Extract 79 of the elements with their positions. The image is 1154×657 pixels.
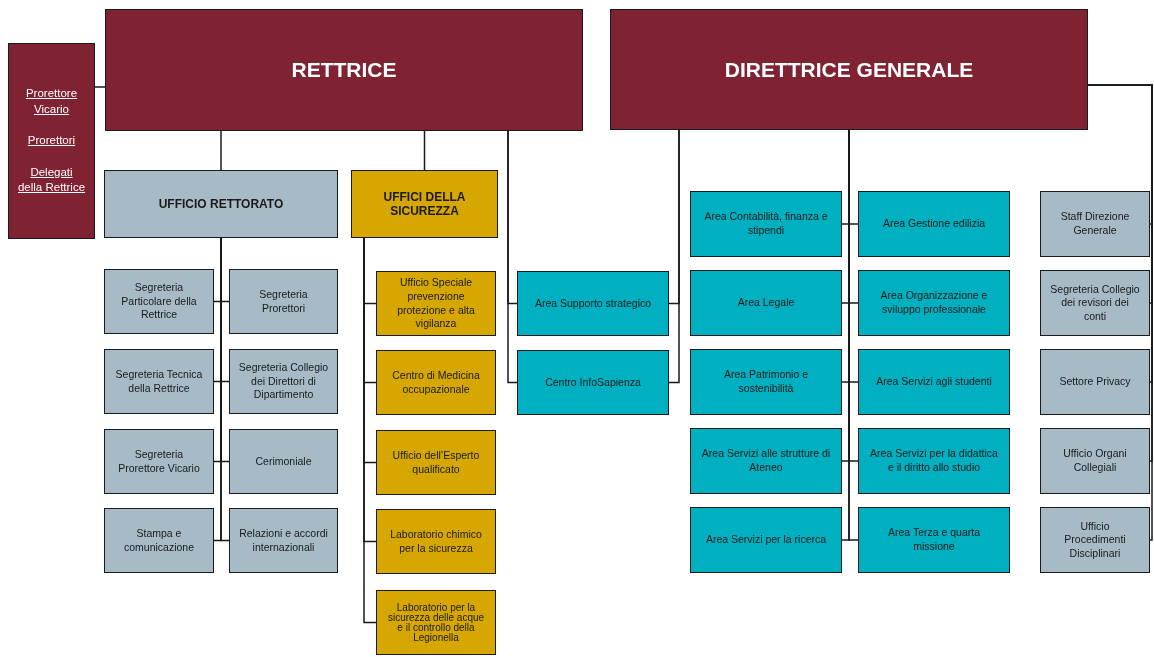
office-box xyxy=(690,349,842,415)
role-box xyxy=(105,9,583,131)
office-box xyxy=(1040,428,1150,494)
node-label: DIRETTRICE GENERALE xyxy=(724,57,974,82)
office-box xyxy=(690,428,842,494)
office-box xyxy=(104,508,214,573)
node-label: Segreteria Particolare della Rettrice xyxy=(120,281,198,322)
node-label: Centro InfoSapienza xyxy=(545,375,641,390)
office-box xyxy=(376,509,496,574)
node-label: Segreteria Tecnica della Rettrice xyxy=(114,367,204,396)
office-box xyxy=(376,590,496,655)
node-label: Segreteria Collegio dei revisori dei conti xyxy=(1049,282,1141,324)
node-label: Ufficio Procedimenti Disciplinari xyxy=(1063,519,1127,561)
node-label: Settore Privacy xyxy=(1059,375,1131,389)
office-box xyxy=(858,270,1010,336)
node-label: UFFICIO RETTORATO xyxy=(158,197,284,211)
office-box xyxy=(690,507,842,573)
office-box xyxy=(104,349,214,414)
office-box xyxy=(376,430,496,495)
office-box xyxy=(104,269,214,334)
office-box xyxy=(1040,507,1150,573)
node-label: Area Terza e quarta missione xyxy=(887,526,981,554)
office-box xyxy=(229,349,338,414)
node-label: UFFICI DELLA SICUREZZA xyxy=(382,190,467,218)
node-label: Segreteria Prorettore Vicario xyxy=(117,447,201,476)
connector-line xyxy=(423,130,426,171)
node-label: Staff Direzione Generale xyxy=(1059,210,1131,238)
connector-line xyxy=(1087,84,1153,541)
office-box xyxy=(351,170,498,238)
node-label: Relazioni e accordi internazionali xyxy=(238,526,329,555)
office-box xyxy=(229,429,338,494)
office-box xyxy=(858,349,1010,415)
office-box xyxy=(104,429,214,494)
office-box xyxy=(229,508,338,573)
node-label: Laboratorio per la sicurezza delle acque e il controllo della Legionella xyxy=(386,602,486,643)
link-text: Prorettori xyxy=(27,133,76,149)
node-label: Laboratorio chimico per la sicurezza xyxy=(389,527,483,556)
role-box xyxy=(8,43,95,239)
connector-line xyxy=(94,86,106,88)
node-label: Centro di Medicina occupazionale xyxy=(391,368,481,397)
node-label: Area Servizi alle strutture di Ateneo xyxy=(700,447,832,475)
office-box xyxy=(858,191,1010,257)
node-label: RETTRICE xyxy=(291,58,397,82)
office-box xyxy=(690,270,842,336)
connector-line xyxy=(220,237,230,542)
connector-line xyxy=(220,130,222,171)
link-text: Prorettore Vicario xyxy=(24,86,79,117)
office-box xyxy=(1040,270,1150,336)
node-label: Segreteria Prorettori xyxy=(258,287,309,316)
office-box xyxy=(376,271,496,336)
node-label: Cerimoniale xyxy=(255,454,312,469)
office-box xyxy=(1040,191,1150,257)
node-label: Ufficio dell’Esperto qualificato xyxy=(391,448,481,477)
office-box xyxy=(858,507,1010,573)
office-box xyxy=(517,350,669,415)
connector-line xyxy=(507,130,518,384)
node-label: Area Servizi agli studenti xyxy=(876,375,992,389)
office-box xyxy=(1040,349,1150,415)
node-label: Area Contabilità, finanza e stipendi xyxy=(703,210,829,238)
office-box xyxy=(858,428,1010,494)
office-box xyxy=(229,269,338,334)
node-label: Area Organizzazione e sviluppo professionale xyxy=(879,289,989,317)
office-box xyxy=(690,191,842,257)
node-label: Area Servizi per la ricerca xyxy=(705,533,827,547)
node-label: Ufficio Speciale prevenzione protezione e alta vigilanza xyxy=(396,276,476,331)
node-label: Ufficio Organi Collegiali xyxy=(1062,447,1128,475)
node-label: Area Supporto strategico xyxy=(534,296,652,311)
node-label: Segreteria Collegio dei Direttori di Dipartimento xyxy=(238,361,329,402)
node-label: Area Servizi per la didattica e il diritto allo studio xyxy=(869,447,999,475)
role-box xyxy=(610,9,1088,130)
office-box xyxy=(104,170,338,238)
office-box xyxy=(517,271,669,336)
office-box xyxy=(376,350,496,415)
node-label: Area Legale xyxy=(737,296,795,310)
node-label: Area Gestione edilizia xyxy=(882,217,986,231)
node-label: Area Patrimonio e sostenibilità xyxy=(722,368,809,396)
connector-line xyxy=(668,129,680,384)
link-text: Delegati della Rettrice xyxy=(17,164,86,196)
node-label: Stampa e comunicazione xyxy=(122,526,195,555)
